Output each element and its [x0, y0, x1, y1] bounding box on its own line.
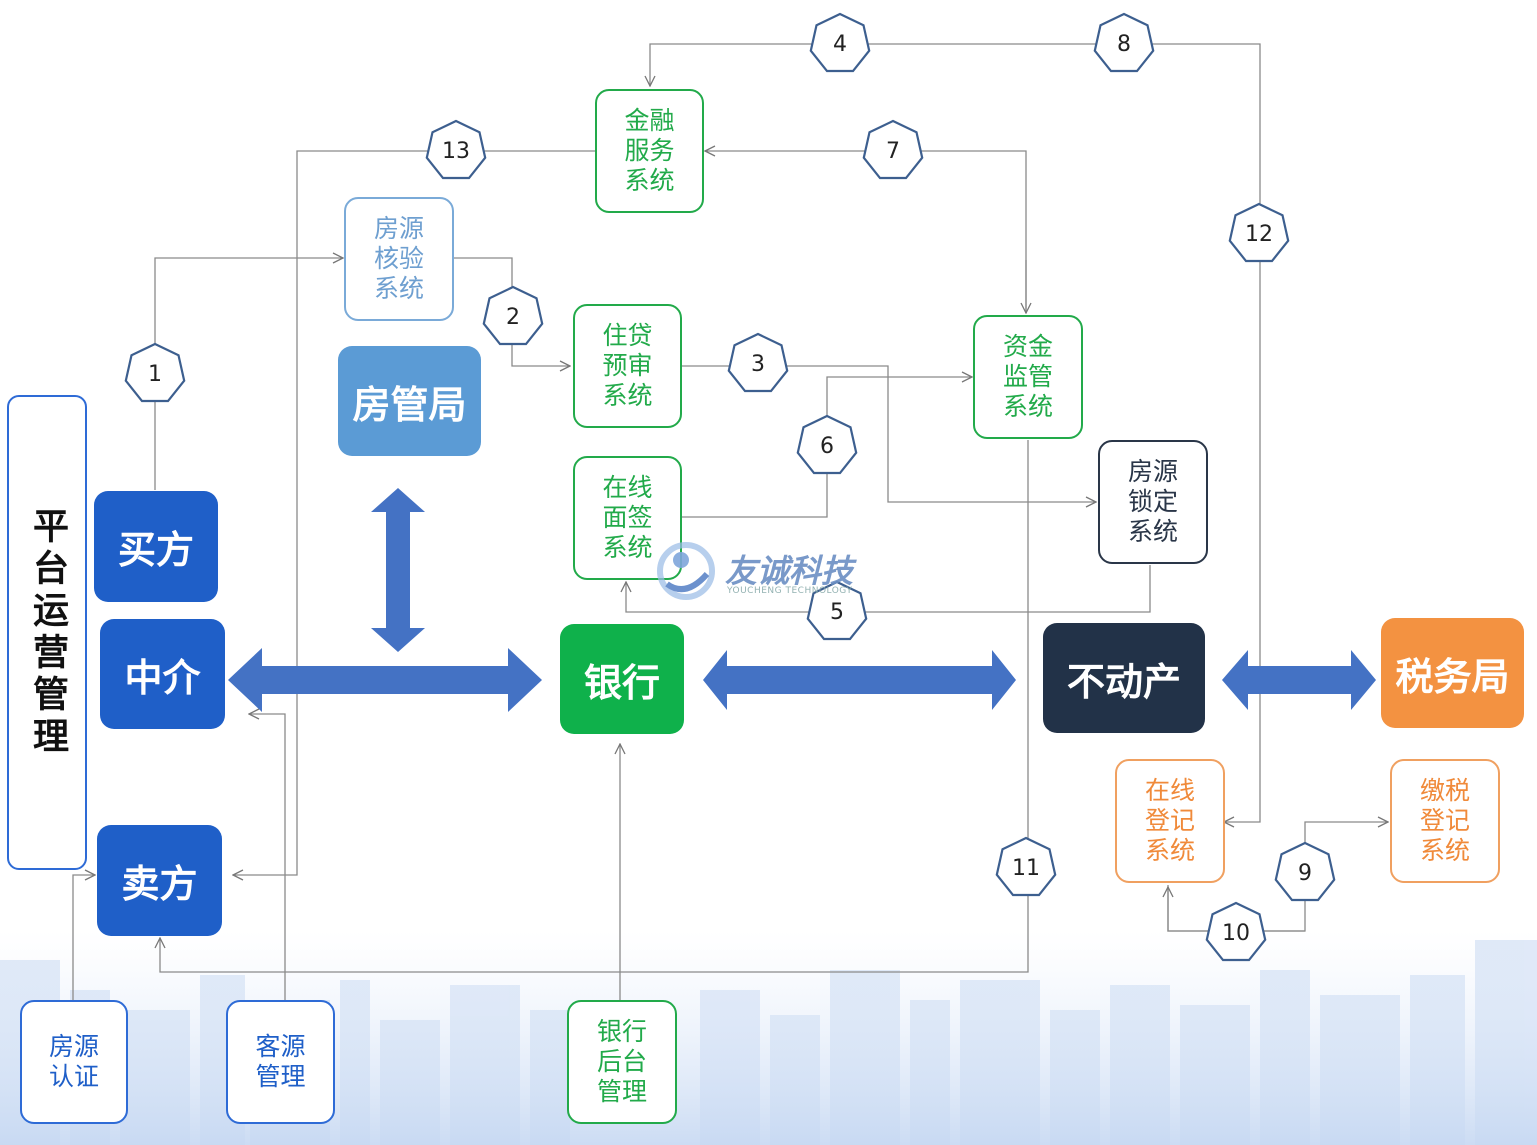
mortgage-review-system: 住贷 预审 系统: [573, 304, 682, 428]
listing-lock-system: 房源 锁定 系统: [1098, 440, 1208, 564]
seller-label: 卖方: [121, 862, 198, 906]
fund-supervision-label: 资金 监管 系统: [1002, 332, 1053, 421]
step-hexagon: [995, 836, 1057, 897]
bank-backend-system: 银行 后台 管理: [567, 1000, 677, 1124]
bank-node: 银行: [560, 624, 684, 734]
arrow-housing-vertical: [371, 488, 425, 652]
buyer-label: 买方: [117, 528, 194, 572]
step-number: 1: [148, 361, 162, 387]
step-number: 10: [1222, 920, 1250, 946]
step-hexagon: [124, 342, 186, 403]
step-number: 13: [442, 138, 470, 164]
housing-bureau-node: 房管局: [338, 346, 481, 456]
listing-lock-label: 房源 锁定 系统: [1127, 457, 1178, 546]
listing-auth-label: 房源 认证: [48, 1032, 99, 1091]
step-number: 2: [506, 304, 520, 330]
tax-registration-label: 缴税 登记 系统: [1419, 776, 1470, 865]
step-number: 12: [1245, 221, 1273, 247]
step-number: 7: [886, 138, 900, 164]
client-mgmt-label: 客源 管理: [255, 1032, 306, 1091]
tax-registration-system: 缴税 登记 系统: [1390, 759, 1500, 883]
step-hexagon: [806, 580, 868, 641]
bank-backend-label: 银行 后台 管理: [596, 1017, 647, 1106]
mortgage-review-label: 住贷 预审 系统: [602, 321, 653, 410]
platform-label: 平台运营管理: [27, 506, 68, 759]
step-hexagons: [124, 12, 1336, 962]
logo-mark-icon: [657, 542, 715, 600]
step-hexagon: [1228, 202, 1290, 263]
real-estate-node: 不动产: [1043, 623, 1205, 733]
listing-auth-system: 房源 认证: [20, 1000, 128, 1124]
online-sign-label: 在线 面签 系统: [602, 473, 653, 562]
platform-operation-panel: 平台运营管理: [7, 395, 87, 870]
step-hexagon: [809, 12, 871, 73]
tax-bureau-node: 税务局: [1381, 618, 1524, 728]
finance-service-system: 金融 服务 系统: [595, 89, 704, 213]
agent-node: 中介: [100, 619, 225, 729]
fund-supervision-system: 资金 监管 系统: [973, 315, 1083, 439]
bank-label: 银行: [583, 660, 660, 705]
step-hexagon: [1205, 901, 1267, 962]
tax-bureau-label: 税务局: [1395, 654, 1510, 699]
arrow-bank-realestate: [703, 650, 1016, 710]
step-hexagon: [1274, 841, 1336, 902]
client-mgmt-system: 客源 管理: [226, 1000, 335, 1124]
step-number: 3: [751, 351, 765, 377]
listing-verify-system: 房源 核验 系统: [344, 197, 454, 321]
step-hexagon: [862, 119, 924, 180]
step-hexagon: [727, 332, 789, 393]
arrow-realestate-tax: [1222, 650, 1376, 710]
double-arrows: [228, 488, 1376, 712]
seller-node: 卖方: [97, 825, 222, 936]
buyer-node: 买方: [94, 491, 218, 602]
step-hexagon: [482, 285, 544, 346]
step-number: 11: [1012, 855, 1040, 881]
youcheng-logo: 友诚科技 YOUCHENG TECHNOLOGY: [655, 540, 885, 602]
housing-bureau-label: 房管局: [352, 382, 467, 427]
online-registration-label: 在线 登记 系统: [1144, 776, 1195, 865]
step-hexagon: [1093, 12, 1155, 73]
logo-subtitle: YOUCHENG TECHNOLOGY: [727, 586, 853, 596]
step-hexagon: [425, 119, 487, 180]
finance-service-label: 金融 服务 系统: [624, 106, 675, 195]
agent-label: 中介: [124, 655, 201, 700]
step-number: 6: [820, 433, 834, 459]
step-number: 9: [1298, 860, 1312, 886]
step-number: 8: [1117, 31, 1131, 57]
listing-verify-label: 房源 核验 系统: [373, 214, 424, 303]
online-registration-system: 在线 登记 系统: [1115, 759, 1225, 883]
logo-name: 友诚科技: [725, 552, 854, 590]
real-estate-label: 不动产: [1066, 659, 1181, 704]
step-number: 4: [833, 31, 847, 57]
arrow-agent-bank: [228, 648, 542, 712]
step-hexagon: [796, 414, 858, 475]
step-number: 5: [830, 599, 844, 625]
